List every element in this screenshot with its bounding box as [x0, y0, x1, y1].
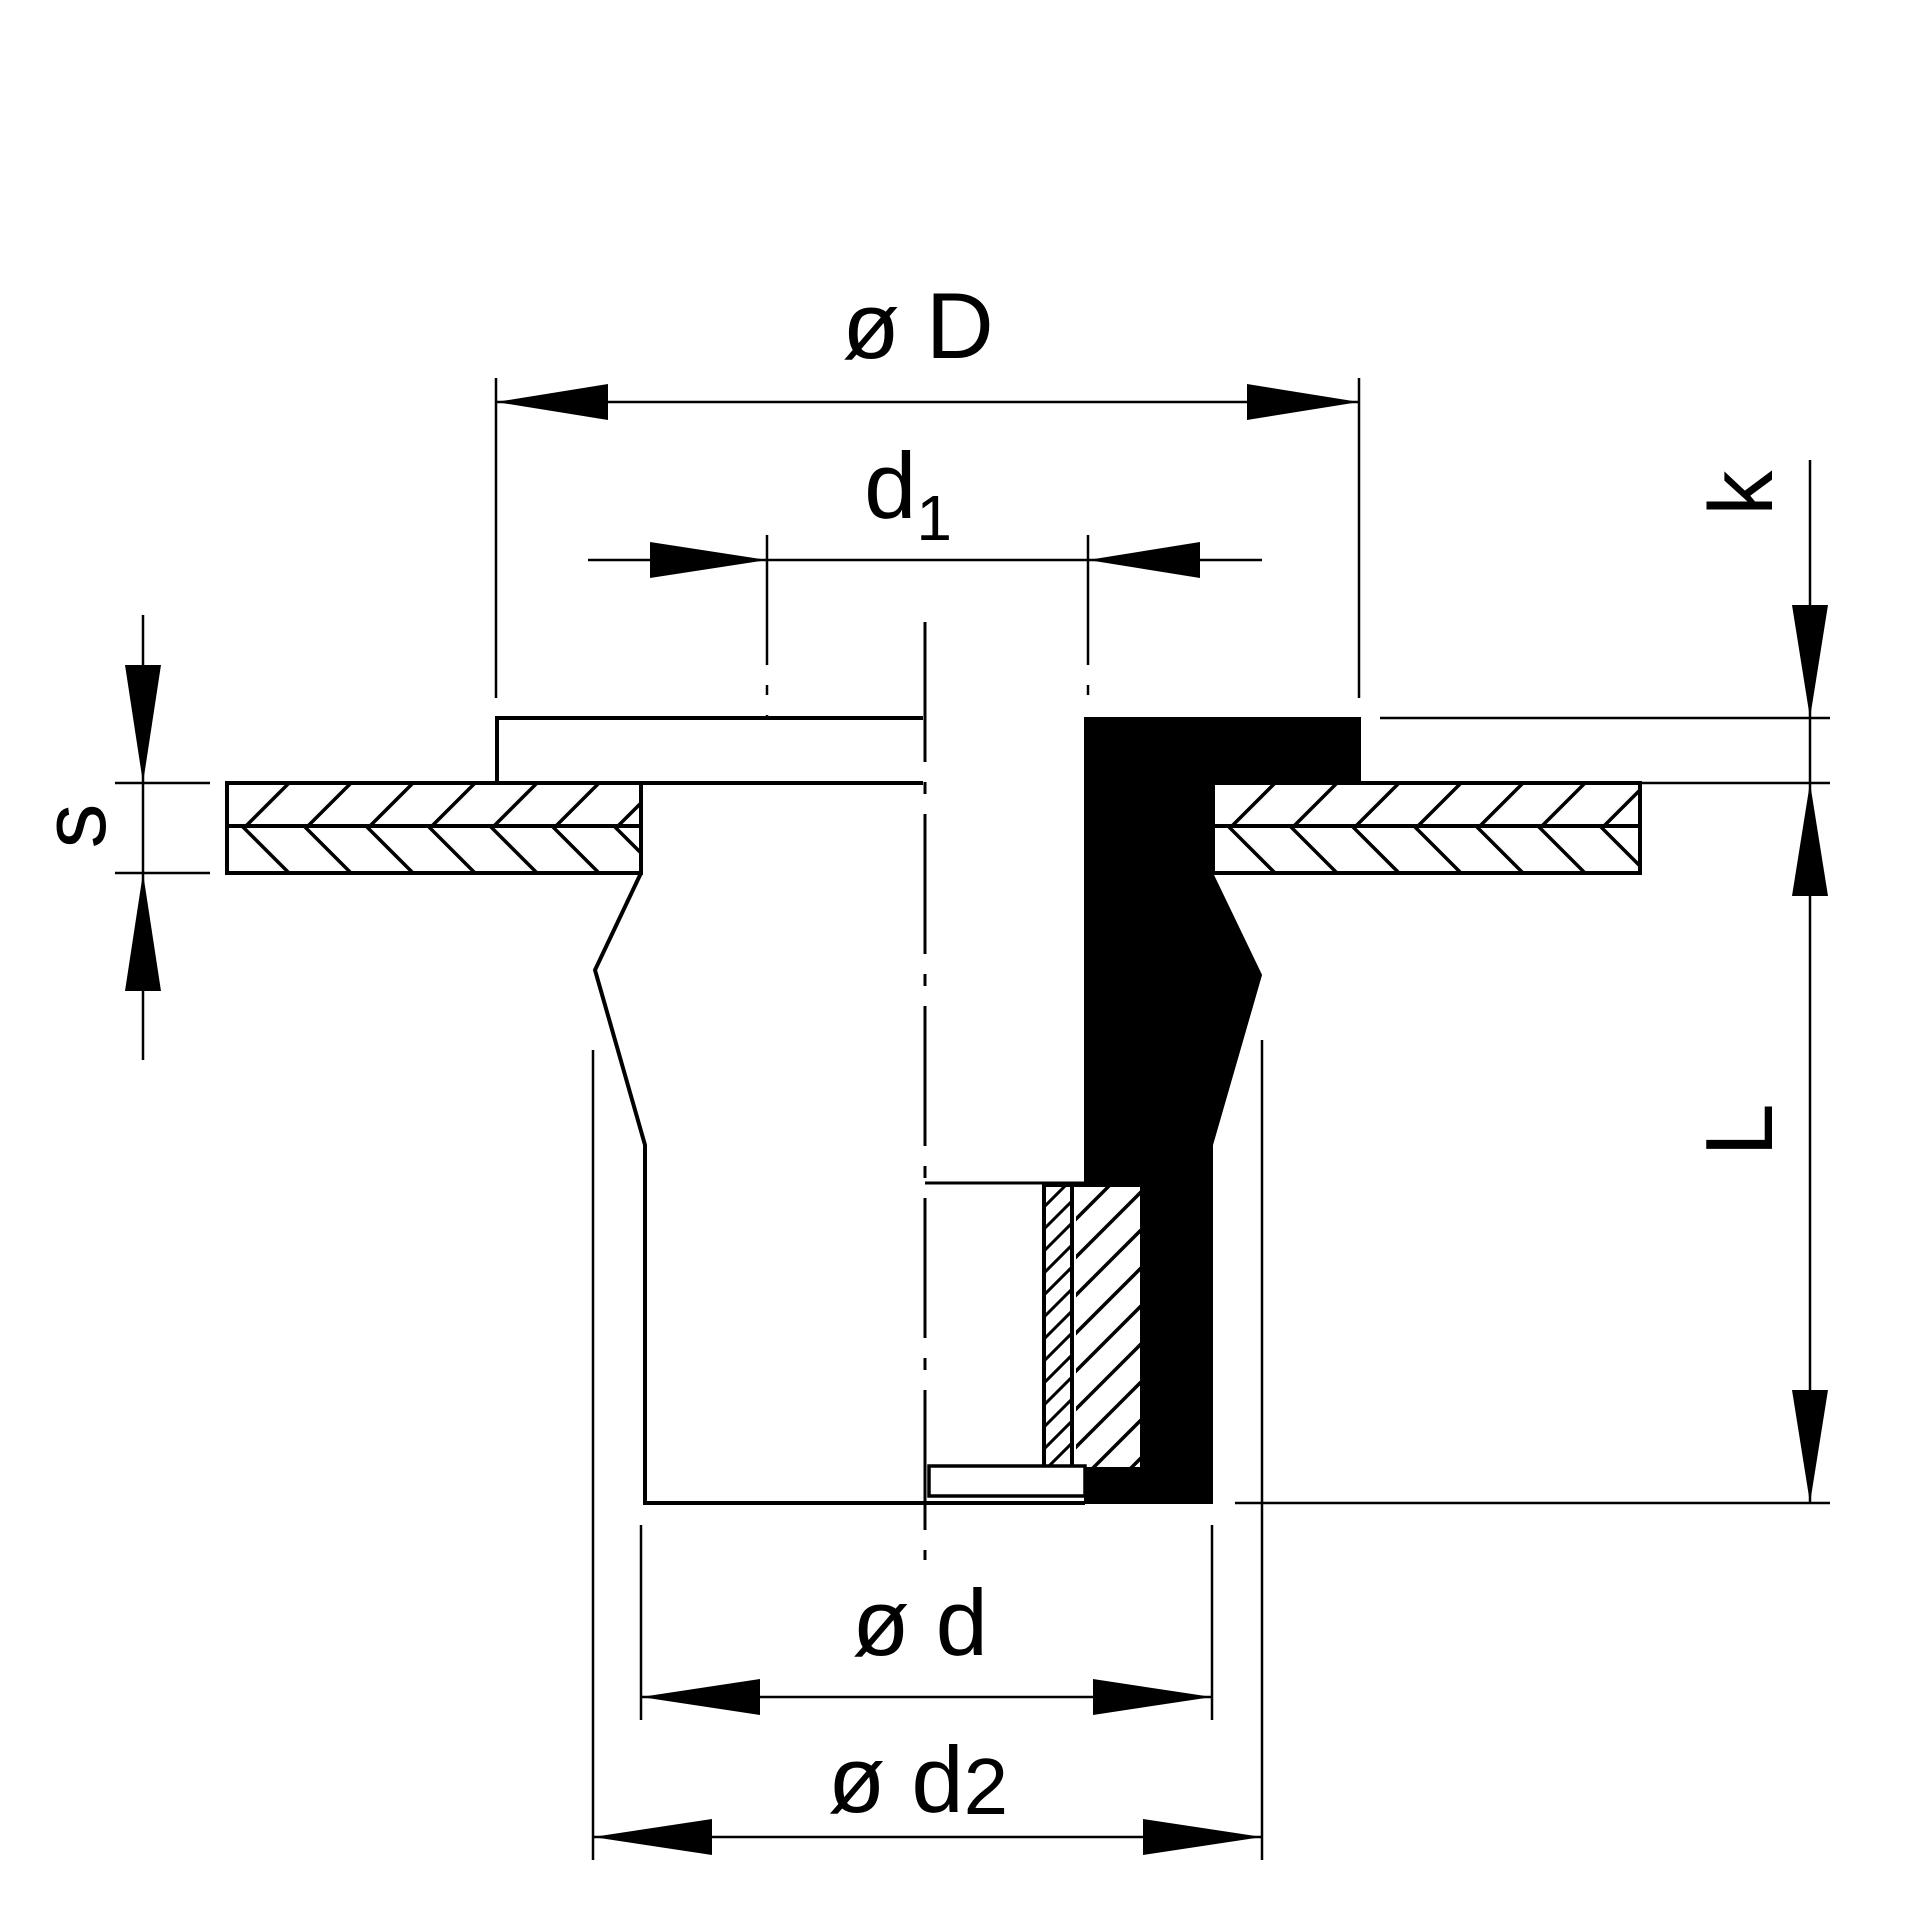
- hatch-stroke: [303, 828, 353, 873]
- hatch-stroke: [1288, 1185, 1572, 1469]
- arrow-d1-left: [650, 542, 767, 578]
- left-sheet-plate: [225, 781, 723, 875]
- hatch-stroke: [1354, 783, 1401, 825]
- hatch-stroke: [676, 826, 723, 873]
- hatch-stroke: [1351, 828, 1401, 873]
- hatch-stroke: [1206, 1185, 1490, 1469]
- hatch-stroke: [613, 828, 641, 856]
- hatch-stroke: [1310, 1185, 1594, 1469]
- hatch-stroke: [1076, 1380, 1140, 1450]
- hatch-stroke: [1320, 1185, 1604, 1469]
- hatch-stroke: [227, 870, 229, 873]
- hatch-stroke: [1475, 828, 1525, 873]
- arrow-d-left: [641, 1679, 760, 1715]
- hatch-stroke: [1478, 783, 1525, 825]
- label-s: s: [25, 804, 125, 849]
- hatch-stroke: [554, 783, 601, 825]
- rivet-nut-section-half: [1084, 717, 1361, 1504]
- hatch-stroke: [1244, 1185, 1528, 1469]
- label-d1-subscript: 1: [916, 482, 952, 554]
- hatch-stroke: [1537, 828, 1587, 873]
- label-k: k: [1692, 470, 1792, 516]
- hatch-stroke: [1227, 828, 1277, 873]
- hatch-stroke: [1358, 1185, 1642, 1469]
- hatch-stroke: [1396, 1185, 1680, 1469]
- hatch-stroke: [1222, 1185, 1506, 1469]
- arrow-k-down: [1792, 605, 1828, 718]
- label-D: ø D: [842, 273, 993, 378]
- hatch-stroke: [1091, 1418, 1140, 1467]
- hatch-stroke: [1413, 828, 1463, 873]
- arrow-L-down: [1792, 1390, 1828, 1503]
- hatch-stroke: [1046, 1222, 1070, 1252]
- label-L: L: [1686, 1103, 1793, 1156]
- hatch-stroke: [1046, 1310, 1070, 1340]
- arrow-D-left: [496, 384, 608, 420]
- hatch-stroke: [1076, 1304, 1140, 1374]
- hatch-stroke: [1292, 783, 1339, 825]
- dimension-arrows: [125, 384, 1828, 1855]
- hatch-stroke: [1076, 1228, 1140, 1298]
- hatch-stroke: [365, 828, 415, 873]
- hatch-stroke: [1354, 1185, 1638, 1469]
- arrow-d1-right: [1088, 542, 1200, 578]
- arrow-s-up: [125, 873, 161, 991]
- hatch-stroke: [680, 783, 723, 826]
- hatch-stroke: [492, 783, 539, 825]
- hatch-stroke: [241, 828, 291, 873]
- hatch-stroke: [1602, 787, 1640, 825]
- hatch-stroke: [1416, 783, 1463, 825]
- thread-insert: [760, 1183, 1680, 1471]
- hatch-stroke: [788, 1185, 1072, 1469]
- hatch-stroke: [1666, 783, 1709, 826]
- hatch-stroke: [1076, 1190, 1140, 1260]
- hatch-stroke: [430, 783, 477, 825]
- label-d2-main: ø d: [828, 1727, 964, 1832]
- hatch-stroke: [1046, 1398, 1070, 1428]
- hatch-stroke: [1282, 1185, 1566, 1469]
- arrow-s-down: [125, 665, 161, 783]
- extension-lines: [115, 378, 1830, 1860]
- label-d2: ø d2: [828, 1727, 1008, 1832]
- hatch-stroke: [1178, 1185, 1462, 1469]
- right-sheet-plate: [1211, 781, 1709, 875]
- arrow-d2-right: [1143, 1819, 1262, 1855]
- hatch-stroke: [1289, 828, 1339, 873]
- hatch-stroke: [1662, 826, 1709, 873]
- hatch-stroke: [244, 783, 291, 825]
- arrow-k-up: [1792, 783, 1828, 896]
- hatch-stroke: [306, 783, 353, 825]
- hatch-stroke: [1540, 783, 1587, 825]
- hatch-stroke: [1244, 1185, 1528, 1469]
- hatch-stroke: [1200, 1185, 1484, 1469]
- hatch-stroke: [227, 783, 229, 786]
- hatch-stroke: [1230, 783, 1277, 825]
- hatch-stroke: [760, 1185, 1044, 1469]
- hatch-stroke: [1076, 1266, 1140, 1336]
- thread-bottom-ring: [927, 1464, 1087, 1498]
- label-d: ø d: [852, 1570, 988, 1675]
- hatch-stroke: [551, 828, 601, 873]
- hatch-stroke: [1266, 1185, 1550, 1469]
- hatch-stroke: [368, 783, 415, 825]
- hatch-stroke: [489, 828, 539, 873]
- label-d1: d1: [864, 433, 952, 554]
- label-d2-subscript: 2: [964, 1742, 1009, 1831]
- arrow-D-right: [1247, 384, 1359, 420]
- arrow-d-right: [1093, 1679, 1212, 1715]
- rivet-nut-outline-half: [495, 716, 1085, 1505]
- hatch-stroke: [1599, 828, 1640, 869]
- hatch-stroke: [427, 828, 477, 873]
- label-d1-main: d: [864, 433, 916, 538]
- arrow-d2-left: [593, 1819, 712, 1855]
- hatch-stroke: [1332, 1185, 1616, 1469]
